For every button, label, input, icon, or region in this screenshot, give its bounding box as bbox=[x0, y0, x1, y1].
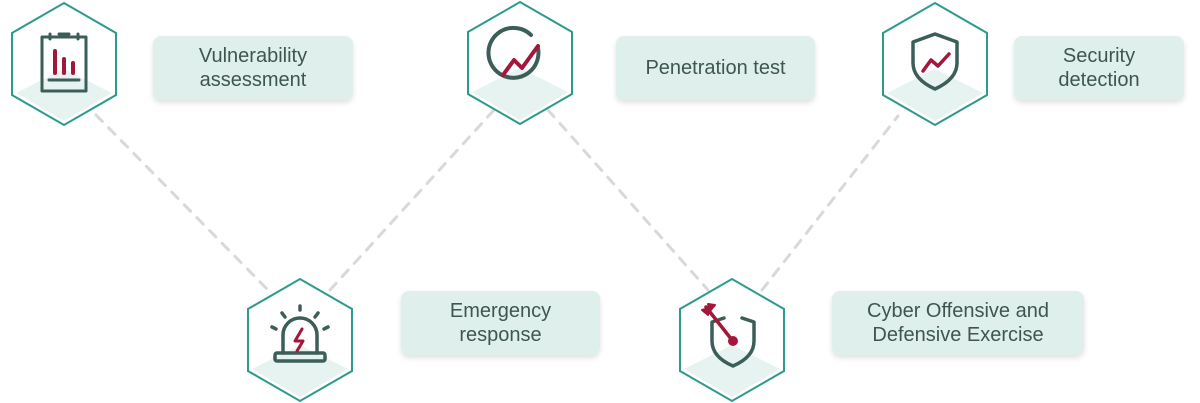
node-cyber-hexagon bbox=[677, 277, 787, 403]
node-penetration-hexagon bbox=[465, 0, 575, 126]
node-security-label: Security detection bbox=[1014, 36, 1184, 100]
node-vulnerability-hexagon bbox=[9, 1, 119, 127]
connector-vulnerability-emergency bbox=[94, 113, 270, 292]
node-vulnerability-label: Vulnerability assessment bbox=[153, 36, 353, 100]
connector-penetration-cyber bbox=[546, 108, 710, 292]
connector-cyber-security bbox=[760, 114, 900, 292]
clipboard-chart-icon bbox=[40, 32, 88, 93]
node-penetration-label: Penetration test bbox=[616, 36, 815, 100]
shield-dart-icon bbox=[701, 303, 756, 368]
shield-trend-icon bbox=[911, 32, 959, 91]
node-security-hexagon bbox=[880, 1, 990, 127]
trend-circle-icon bbox=[486, 25, 541, 80]
connector-emergency-penetration bbox=[328, 108, 496, 292]
node-emergency-hexagon bbox=[245, 277, 355, 403]
alarm-siren-icon bbox=[270, 304, 330, 363]
node-cyber-label: Cyber Offensive and Defensive Exercise bbox=[832, 291, 1084, 355]
node-emergency-label: Emergency response bbox=[401, 291, 600, 355]
